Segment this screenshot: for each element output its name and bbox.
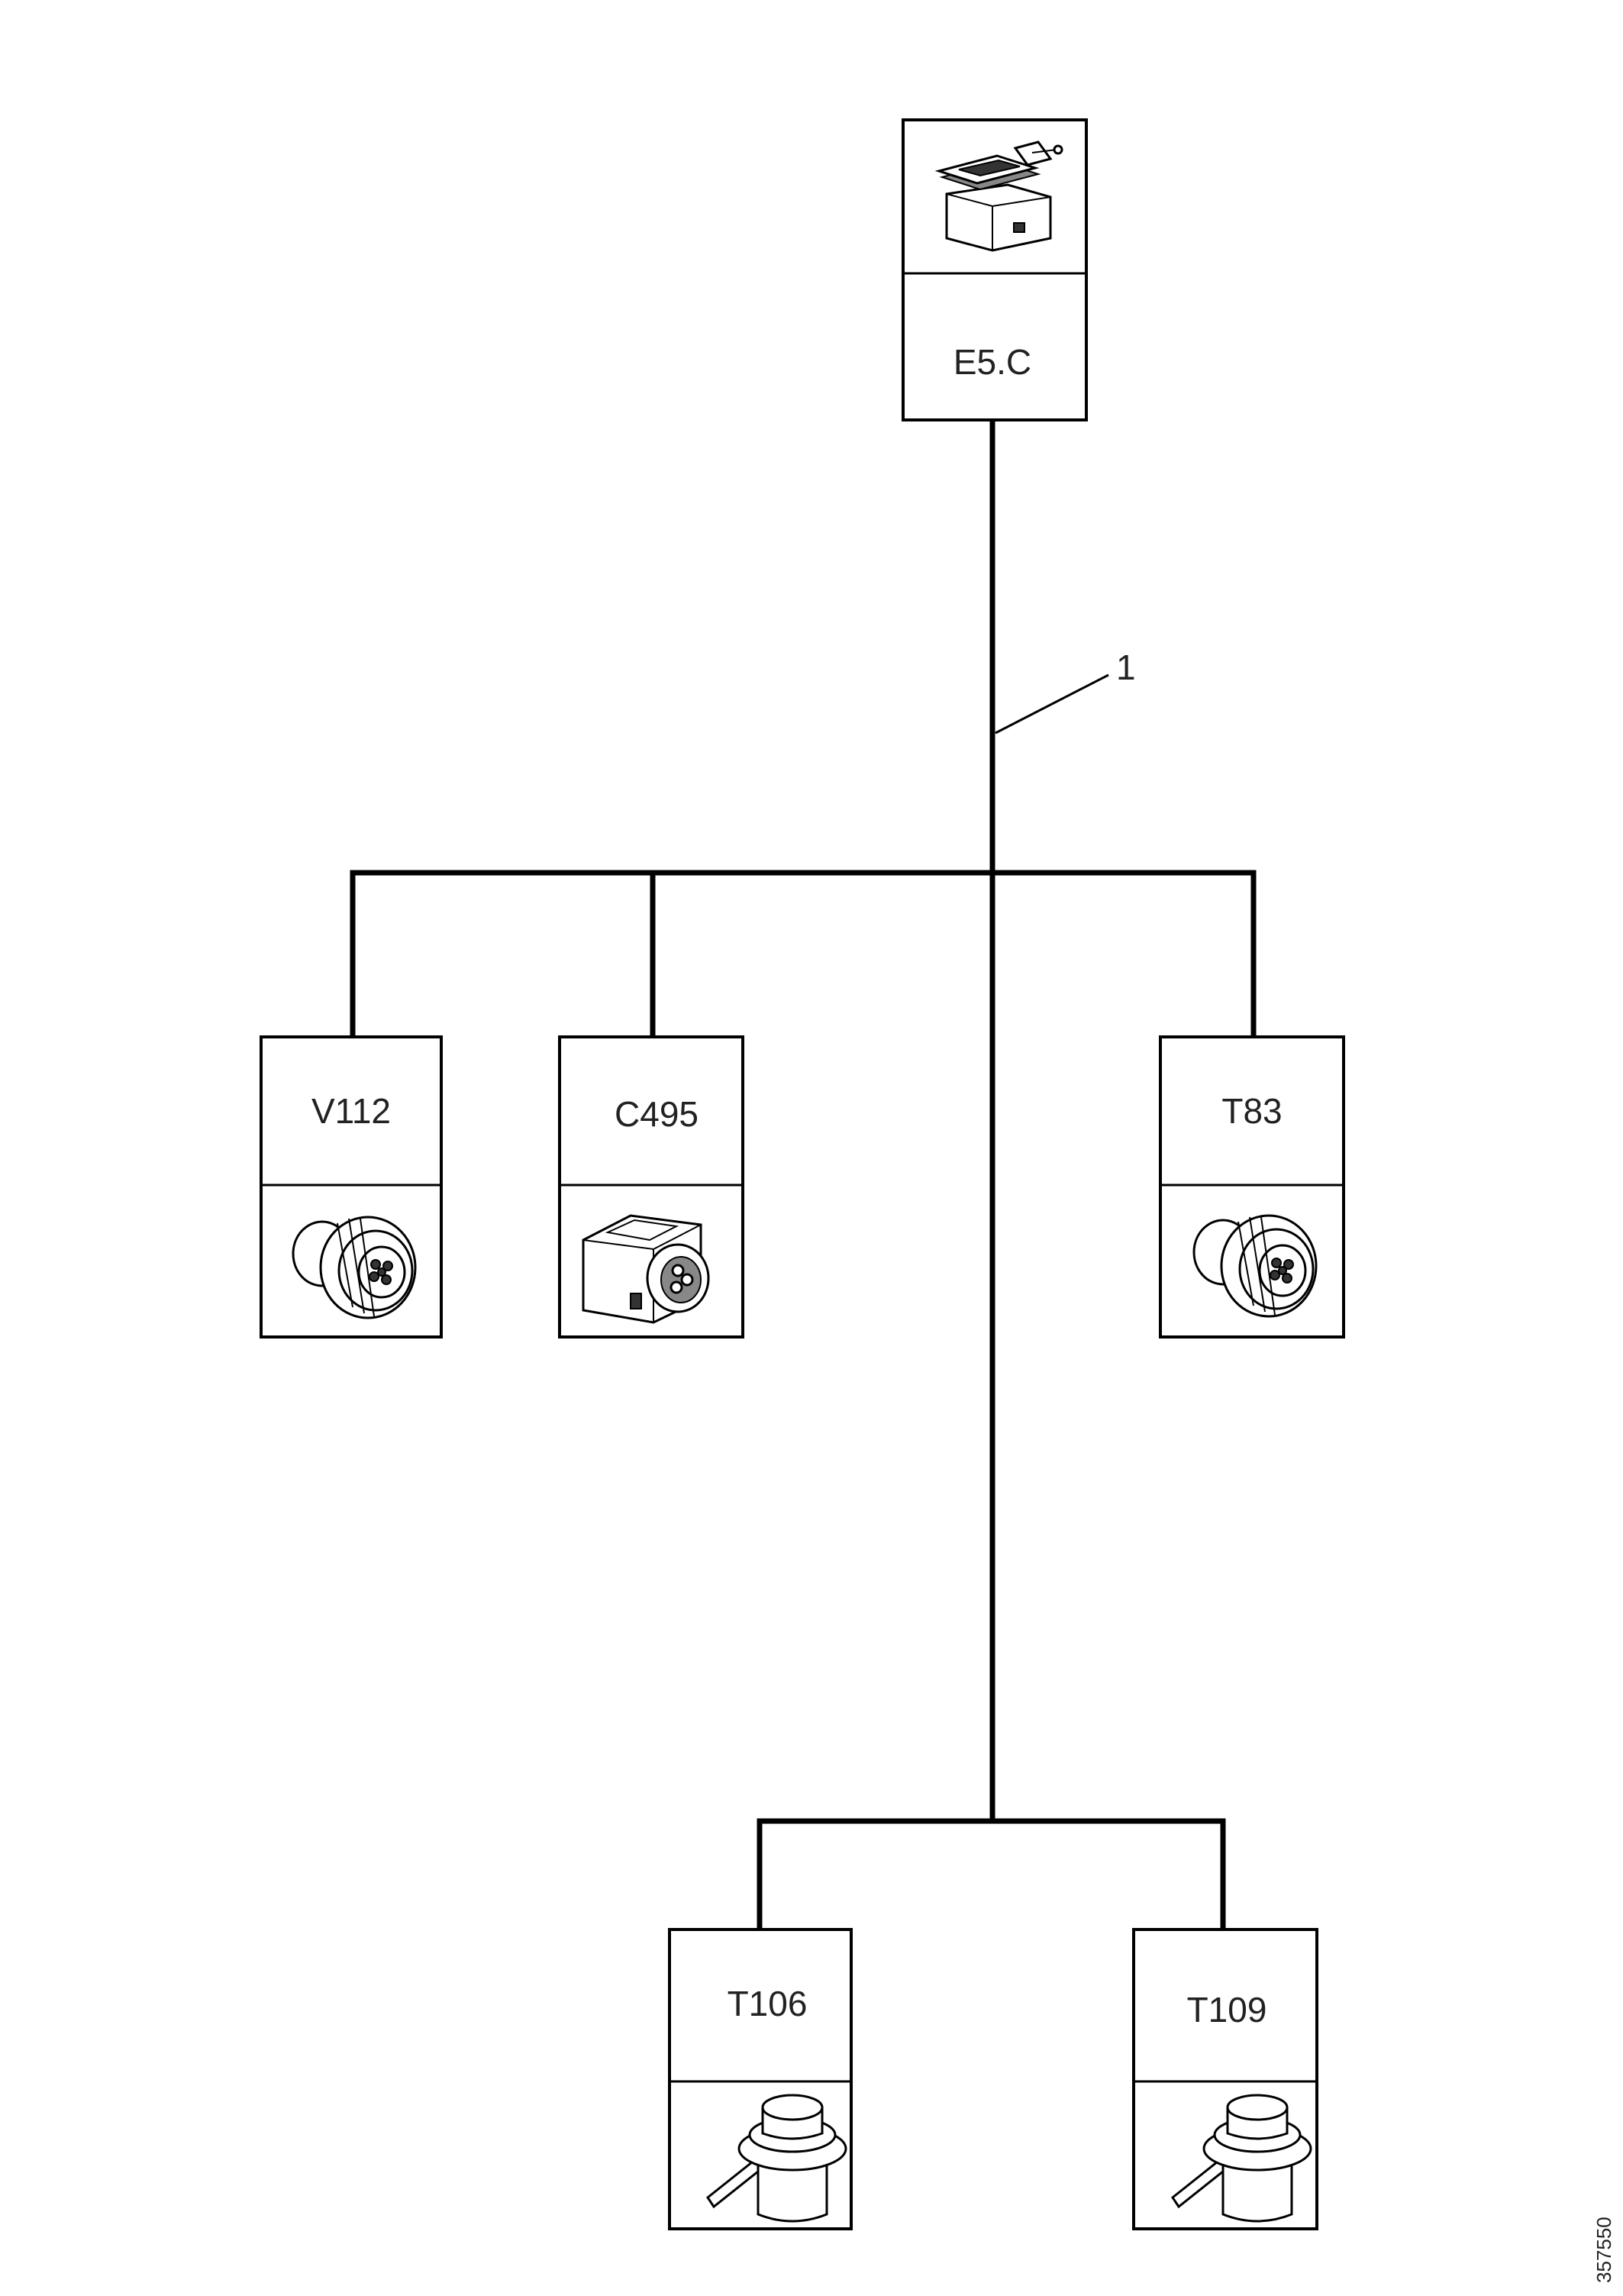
node-v112: V112 [260, 1035, 443, 1339]
callout-label: 1 [1116, 647, 1136, 687]
node-label: V112 [311, 1091, 391, 1131]
node-label: T109 [1187, 1990, 1267, 2030]
node-t109: T109 [1132, 1928, 1318, 2230]
callout-leader-line [995, 673, 1109, 735]
node-c495: C495 [558, 1035, 744, 1339]
square-connector-icon [582, 1214, 710, 1324]
reference-id: 357550 [1592, 2217, 1615, 2283]
node-label: E5.C [953, 342, 1031, 382]
wire-callout: 1 [995, 647, 1136, 735]
node-t83: T83 [1159, 1035, 1345, 1339]
node-label: C495 [615, 1094, 699, 1134]
node-t106: T106 [668, 1928, 853, 2230]
node-label: T106 [728, 1984, 808, 2023]
node-label: T83 [1221, 1091, 1282, 1131]
wiring [350, 417, 1257, 1933]
node-e5c: E5.C [902, 118, 1088, 421]
